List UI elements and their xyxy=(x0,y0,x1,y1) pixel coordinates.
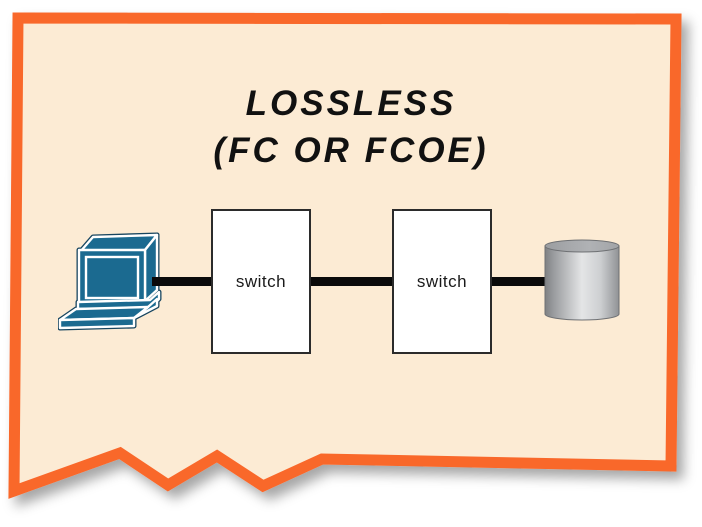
title-line-1: LOSSLESS xyxy=(245,84,457,123)
cylinder-top xyxy=(544,239,620,253)
monitor-front-face xyxy=(77,248,147,307)
diagram-title: LOSSLESS (FC OR FCOE) xyxy=(0,80,702,174)
link-workstation-switch1 xyxy=(152,277,213,286)
workstation-icon xyxy=(58,232,162,331)
cylinder-body xyxy=(544,245,620,321)
switch-1-node: switch xyxy=(211,209,311,354)
switch-2-label: switch xyxy=(416,271,468,291)
keyboard-front xyxy=(58,316,136,330)
link-switch2-storage xyxy=(488,277,550,286)
panel-shape xyxy=(8,12,682,499)
link-switch1-switch2 xyxy=(307,277,394,286)
storage-cylinder-icon xyxy=(544,239,620,321)
switch-1-label: switch xyxy=(235,271,287,291)
screen-bezel xyxy=(84,255,140,300)
title-line-2: (FC OR FCOE) xyxy=(213,131,489,170)
switch-2-node: switch xyxy=(392,209,492,354)
